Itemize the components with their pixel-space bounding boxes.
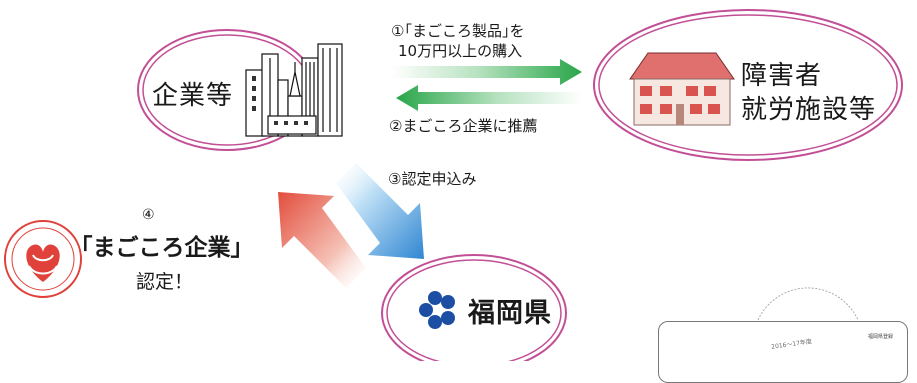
- step2-label: ②まごころ企業に推薦: [389, 117, 538, 135]
- arrow-purchase: [392, 59, 582, 85]
- step4-subtitle: 認定！: [136, 271, 194, 293]
- diagram-canvas: [4, 9, 903, 361]
- step4-number: ④: [142, 207, 155, 223]
- step1-label-line1: ①｢まごころ製品｣を: [391, 22, 525, 40]
- facility-label-line1: 障害者: [741, 61, 823, 91]
- certificate-paper: 福岡県登録 2016～17年度: [658, 321, 908, 383]
- arrow-certification: [278, 192, 366, 288]
- certificate-document: [757, 287, 859, 321]
- certificate-corner-text: 福岡県登録: [867, 334, 893, 340]
- office-buildings-icon: [245, 43, 343, 137]
- certificate-stamp-text: 2016～17年度: [770, 338, 813, 351]
- step1-label-line2: 10万円以上の購入: [398, 42, 523, 60]
- arrow-application: [336, 163, 424, 259]
- arrow-recommend: [396, 85, 582, 111]
- step4-title: ｢まごころ企業｣: [81, 235, 242, 261]
- fukuoka-label: 福岡県: [468, 298, 552, 329]
- facility-label-line2: 就労施設等: [741, 95, 877, 125]
- company-label: 企業等: [152, 81, 234, 111]
- fukuoka-emblem-icon: [419, 291, 455, 329]
- heart-hands-badge-icon: [4, 220, 82, 298]
- house-icon: [629, 52, 735, 126]
- fukuoka-oval: [381, 254, 567, 361]
- step3-label: ③認定申込み: [388, 170, 477, 188]
